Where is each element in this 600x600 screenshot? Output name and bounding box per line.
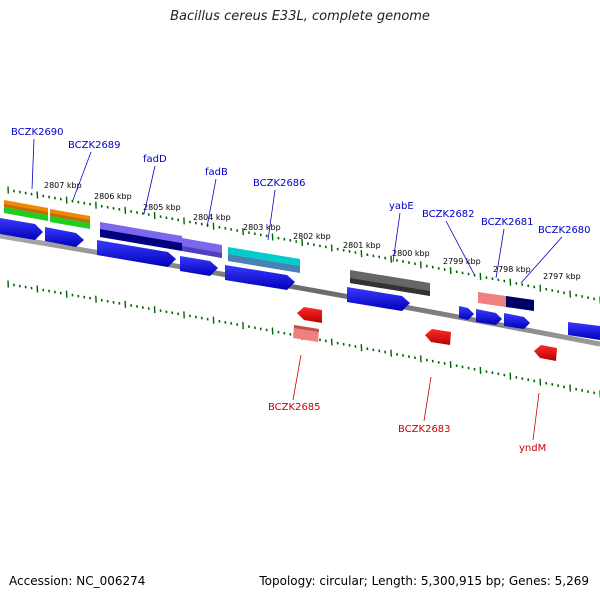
ruler-tick-label: 2802 kbp — [293, 232, 331, 241]
gene-label[interactable]: BCZK2682 — [422, 209, 475, 220]
feature-steelblue[interactable] — [228, 254, 300, 273]
gene-label[interactable]: BCZK2681 — [481, 217, 534, 228]
leader-line — [392, 212, 401, 263]
leader-line — [143, 165, 156, 215]
leader-line — [445, 220, 475, 275]
feature-navy[interactable] — [100, 229, 182, 251]
gene-label[interactable]: BCZK2685 — [268, 402, 321, 413]
ruler-tick-label: 2804 kbp — [193, 213, 231, 222]
cds-forward[interactable] — [45, 227, 84, 247]
feature-green[interactable] — [4, 207, 48, 221]
gene-label[interactable]: yabE — [389, 201, 414, 212]
gene-label[interactable]: yndM — [519, 443, 546, 454]
cds-forward[interactable] — [476, 309, 502, 325]
cds-forward[interactable] — [180, 256, 218, 276]
feature-orange-shade — [50, 213, 90, 223]
leader-line — [31, 138, 35, 190]
ruler-tick-label: 2798 kbp — [493, 265, 531, 274]
feature-gray-shade — [350, 278, 430, 296]
ruler-tick-label: 2807 kbp — [44, 181, 82, 190]
cds-track-forward — [0, 218, 600, 340]
ruler-tick-label: 2799 kbp — [443, 257, 481, 266]
ruler-tick-label: 2797 kbp — [543, 272, 581, 281]
ruler-outer — [7, 186, 600, 304]
feature-orange-shade — [4, 204, 48, 215]
feature-salmon[interactable] — [478, 292, 506, 307]
leader-line — [267, 189, 276, 241]
leader-line — [292, 354, 302, 401]
gene-labels-reverse: BCZK2685 BCZK2683 yndM — [268, 354, 546, 454]
map-title: Bacillus cereus E33L, complete genome — [170, 9, 430, 24]
ruler-tick-label: 2806 kbp — [94, 192, 132, 201]
accession-text: Accession: NC_006274 — [9, 574, 146, 588]
cds-reverse[interactable] — [425, 329, 451, 345]
cds-forward[interactable] — [568, 322, 600, 340]
genome-summary-text: Topology: circular; Length: 5,300,915 bp… — [259, 574, 589, 588]
ruler-labels: 2807 kbp 2806 kbp 2805 kbp 2804 kbp 2803 kbp… — [44, 181, 581, 281]
feature-navy[interactable] — [506, 296, 534, 311]
leader-line — [423, 376, 432, 422]
feature-green[interactable] — [50, 216, 90, 229]
leader-line — [72, 151, 92, 201]
feature-slateblue[interactable] — [100, 222, 182, 243]
cds-forward[interactable] — [225, 265, 295, 290]
cds-forward[interactable] — [504, 313, 530, 329]
gene-label[interactable]: BCZK2683 — [398, 424, 451, 435]
ruler-tick-label: 2805 kbp — [143, 203, 181, 212]
gene-label[interactable]: BCZK2690 — [11, 127, 64, 138]
ruler-tick-label: 2801 kbp — [343, 241, 381, 250]
gene-label[interactable]: BCZK2689 — [68, 140, 121, 151]
genome-backbone — [0, 233, 600, 347]
cds-forward[interactable] — [0, 218, 43, 240]
feature-slateblue-shade — [182, 246, 222, 258]
gene-label[interactable]: fadD — [143, 154, 167, 165]
leader-line — [495, 228, 505, 279]
leader-line — [206, 178, 217, 228]
cds-forward[interactable] — [347, 287, 410, 311]
feature-salmon-shade — [294, 325, 319, 332]
ruler-tick-label: 2800 kbp — [392, 249, 430, 258]
cds-track-reverse — [293, 307, 557, 361]
ruler-tick-label: 2803 kbp — [243, 223, 281, 232]
cds-reverse[interactable] — [297, 307, 322, 323]
gene-label[interactable]: BCZK2686 — [253, 178, 306, 189]
cds-forward[interactable] — [97, 240, 176, 267]
feature-cyan[interactable] — [228, 247, 300, 266]
cds-forward[interactable] — [459, 306, 474, 320]
gene-label[interactable]: fadB — [205, 167, 228, 178]
leader-line — [520, 236, 563, 284]
feature-track-forward — [4, 200, 534, 311]
leader-line — [532, 392, 540, 441]
cds-reverse[interactable] — [534, 345, 557, 361]
gene-labels-forward: BCZK2690 BCZK2689 fadD fadB BCZK2686 yab… — [11, 127, 591, 284]
gene-label[interactable]: BCZK2680 — [538, 225, 591, 236]
